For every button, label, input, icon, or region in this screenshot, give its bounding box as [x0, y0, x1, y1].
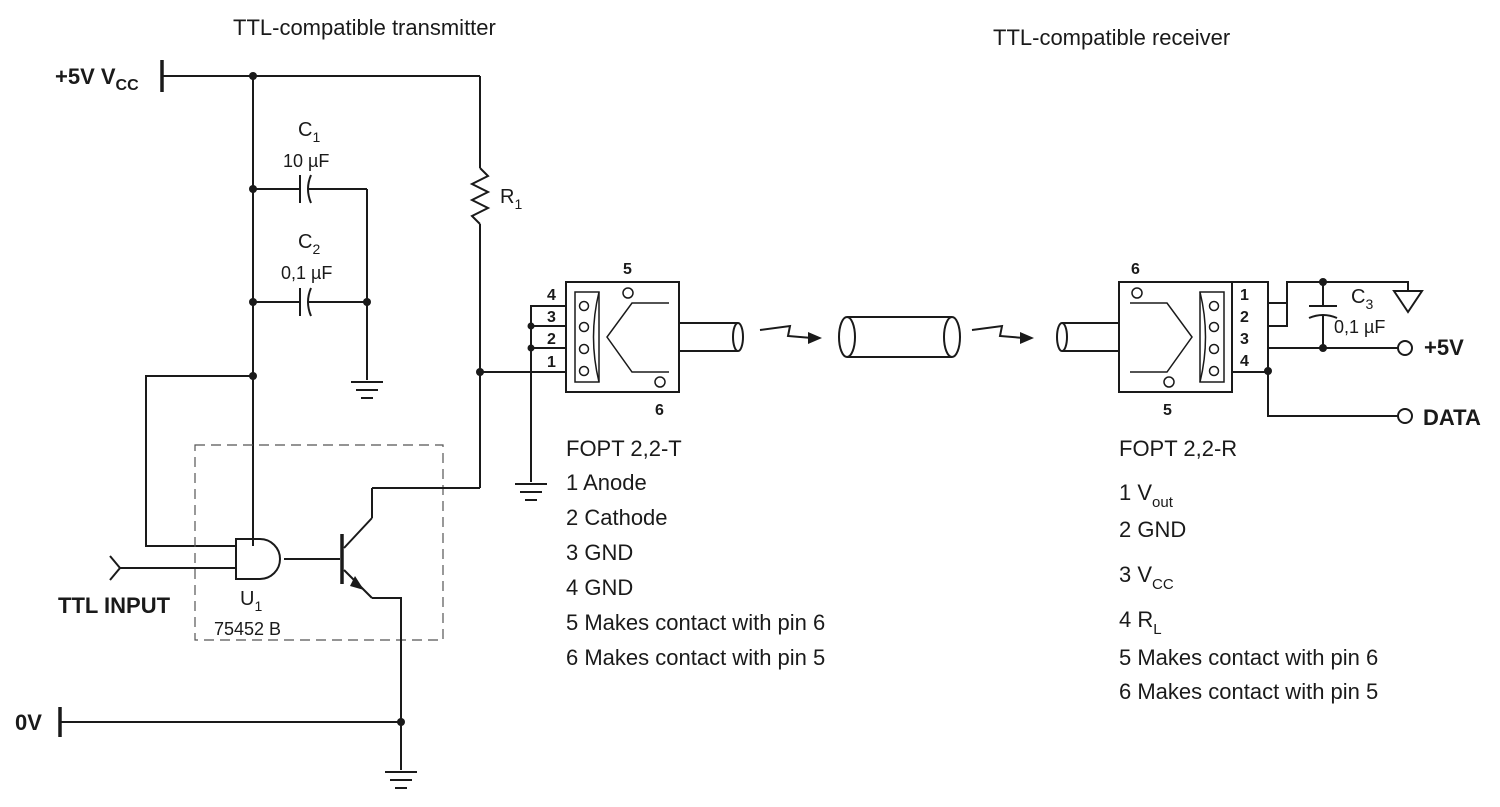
rx-pin-desc-1: 1 Vout [1119, 480, 1174, 511]
capacitor-c1 [253, 174, 368, 380]
data-terminal [1397, 408, 1413, 424]
zero-volt-rail: 0V [15, 707, 405, 737]
c3-label: C3 [1351, 286, 1373, 312]
ground-symbol-transmitter [515, 483, 547, 501]
transistor [340, 487, 480, 770]
tx-pin-number-1: 1 [547, 354, 556, 371]
fiber-cable [838, 316, 961, 358]
receiver-legend: FOPT 2,2-R 1 Vout 2 GND 3 VCC 4 RL 5 Mak… [1119, 436, 1378, 704]
rx-pin-desc-3: 3 VCC [1119, 562, 1174, 593]
rx-pin-desc-4: 4 RL [1119, 607, 1162, 638]
receiver-module [1056, 281, 1233, 393]
tx-pin-desc-3: 3 GND [566, 540, 633, 565]
tx-pin-desc-6: 6 Makes contact with pin 5 [566, 645, 825, 670]
ground-symbol-caps [351, 381, 383, 399]
u1-part-number: 75452 B [214, 619, 281, 639]
c1-label: C1 [298, 119, 320, 145]
light-signal-arrow-right [971, 324, 1034, 344]
vcc-rail: +5V VCC [55, 60, 480, 94]
c1-value: 10 µF [283, 151, 329, 171]
ttl-input-label: TTL INPUT [58, 593, 171, 618]
c2-label: C2 [298, 231, 320, 257]
tx-pin-desc-4: 4 GND [566, 575, 633, 600]
vcc-label: +5V VCC [55, 64, 139, 94]
ground-symbol-bottom [385, 771, 417, 789]
light-signal-arrow-left [759, 324, 822, 344]
rx-pin-desc-6: 6 Makes contact with pin 5 [1119, 679, 1378, 704]
tx-pin-number-3: 3 [547, 309, 556, 326]
c3-value: 0,1 µF [1334, 317, 1385, 337]
u1-label: U1 [240, 588, 262, 614]
tx-top-pin-label: 5 [623, 261, 632, 278]
zero-volt-label: 0V [15, 710, 42, 735]
rx-pin-desc-2: 2 GND [1119, 517, 1186, 542]
plus5v-label: +5V [1424, 335, 1464, 360]
receiver-model: FOPT 2,2-R [1119, 436, 1237, 461]
receiver-title: TTL-compatible receiver [993, 25, 1230, 50]
capacitor-c3 [1308, 282, 1338, 348]
r1-label: R1 [500, 186, 522, 212]
tx-pin-number-4: 4 [547, 287, 556, 304]
tx-bottom-pin-label: 6 [655, 402, 664, 419]
tx-pin-desc-2: 2 Cathode [566, 505, 668, 530]
data-label: DATA [1423, 405, 1481, 430]
plus5v-terminal [1397, 340, 1413, 356]
rx-pin-number-4: 4 [1240, 353, 1249, 370]
tx-pin-desc-1: 1 Anode [566, 470, 647, 495]
ground-triangle-receiver [1392, 290, 1424, 314]
tx-pin-desc-5: 5 Makes contact with pin 6 [566, 610, 825, 635]
rx-pin-number-3: 3 [1240, 331, 1249, 348]
c2-value: 0,1 µF [281, 263, 332, 283]
u1-package-outline [194, 444, 444, 641]
resistor-r1 [469, 76, 491, 488]
transmitter-legend: FOPT 2,2-T 1 Anode 2 Cathode 3 GND 4 GND… [566, 436, 825, 670]
rx-pin-number-2: 2 [1240, 309, 1249, 326]
and-gate [235, 538, 281, 580]
rx-top-pin-label: 6 [1131, 261, 1140, 278]
transmitter-title: TTL-compatible transmitter [233, 15, 496, 40]
rx-bottom-pin-label: 5 [1163, 402, 1172, 419]
capacitor-c2 [253, 287, 371, 317]
tx-pin-number-2: 2 [547, 331, 556, 348]
rx-pin-desc-5: 5 Makes contact with pin 6 [1119, 645, 1378, 670]
rx-pin-number-1: 1 [1240, 287, 1249, 304]
transmitter-model: FOPT 2,2-T [566, 436, 682, 461]
transmitter-module [565, 281, 744, 393]
